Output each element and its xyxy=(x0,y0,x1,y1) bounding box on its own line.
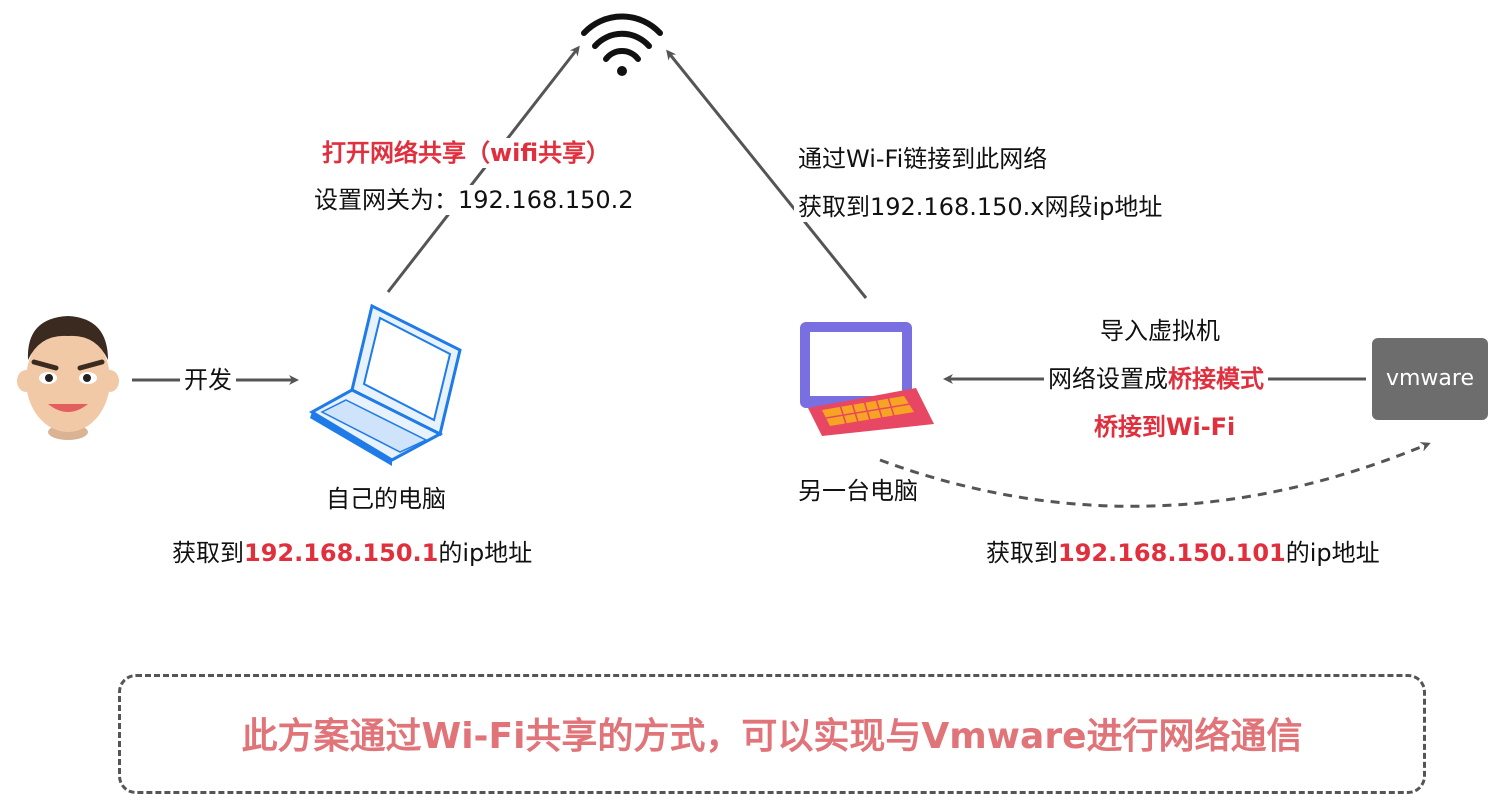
connect-note-line2: 获取到192.168.150.x网段ip地址 xyxy=(794,192,1167,222)
own-pc-ip-suffix: 的ip地址 xyxy=(438,539,533,567)
other-pc-name: 另一台电脑 xyxy=(798,477,918,505)
own-pc-ip-prefix: 获取到 xyxy=(172,539,244,567)
connect-note-line1: 通过Wi-Fi链接到此网络 xyxy=(794,144,1052,174)
vm-note-line1: 导入虚拟机 xyxy=(1096,316,1224,346)
share-note-gateway: 设置网关为：192.168.150.2 xyxy=(310,185,638,215)
vmware-logo: vmware xyxy=(1372,338,1488,420)
own-pc-ip: 192.168.150.1 xyxy=(244,539,439,567)
vmware-logo-text: vmware xyxy=(1385,366,1475,391)
share-note-title: 打开网络共享（wifi共享） xyxy=(318,138,615,168)
own-pc-name: 自己的电脑 xyxy=(326,485,446,513)
summary-box: 此方案通过Wi-Fi共享的方式，可以实现与Vmware进行网络通信 xyxy=(118,674,1426,794)
vmware-ip: 192.168.150.101 xyxy=(1058,539,1286,567)
developer-action-label: 开发 xyxy=(180,365,236,395)
vm-note-line2: 网络设置成桥接模式 xyxy=(1044,364,1268,394)
summary-text: 此方案通过Wi-Fi共享的方式，可以实现与Vmware进行网络通信 xyxy=(241,716,1303,757)
vm-note-line3: 桥接到Wi-Fi xyxy=(1090,412,1240,442)
vmware-ip-suffix: 的ip地址 xyxy=(1285,539,1380,567)
vm-note-line2-prefix: 网络设置成 xyxy=(1048,365,1168,393)
vmware-ip-line: 获取到192.168.150.101的ip地址 xyxy=(986,538,1380,568)
arrow-own-pc-to-wifi xyxy=(386,45,580,293)
vm-note-line2-highlight: 桥接模式 xyxy=(1168,365,1264,393)
vmware-ip-prefix: 获取到 xyxy=(986,539,1058,567)
wifi-icon xyxy=(581,13,663,76)
developer-avatar-icon xyxy=(17,316,119,440)
own-laptop-icon xyxy=(308,303,462,466)
arrow-other-pc-to-wifi xyxy=(666,49,868,299)
own-pc-ip-line: 获取到192.168.150.1的ip地址 xyxy=(172,538,532,568)
dashed-arrow-other-pc-to-vmware xyxy=(879,442,1431,508)
other-laptop-icon xyxy=(800,322,934,436)
